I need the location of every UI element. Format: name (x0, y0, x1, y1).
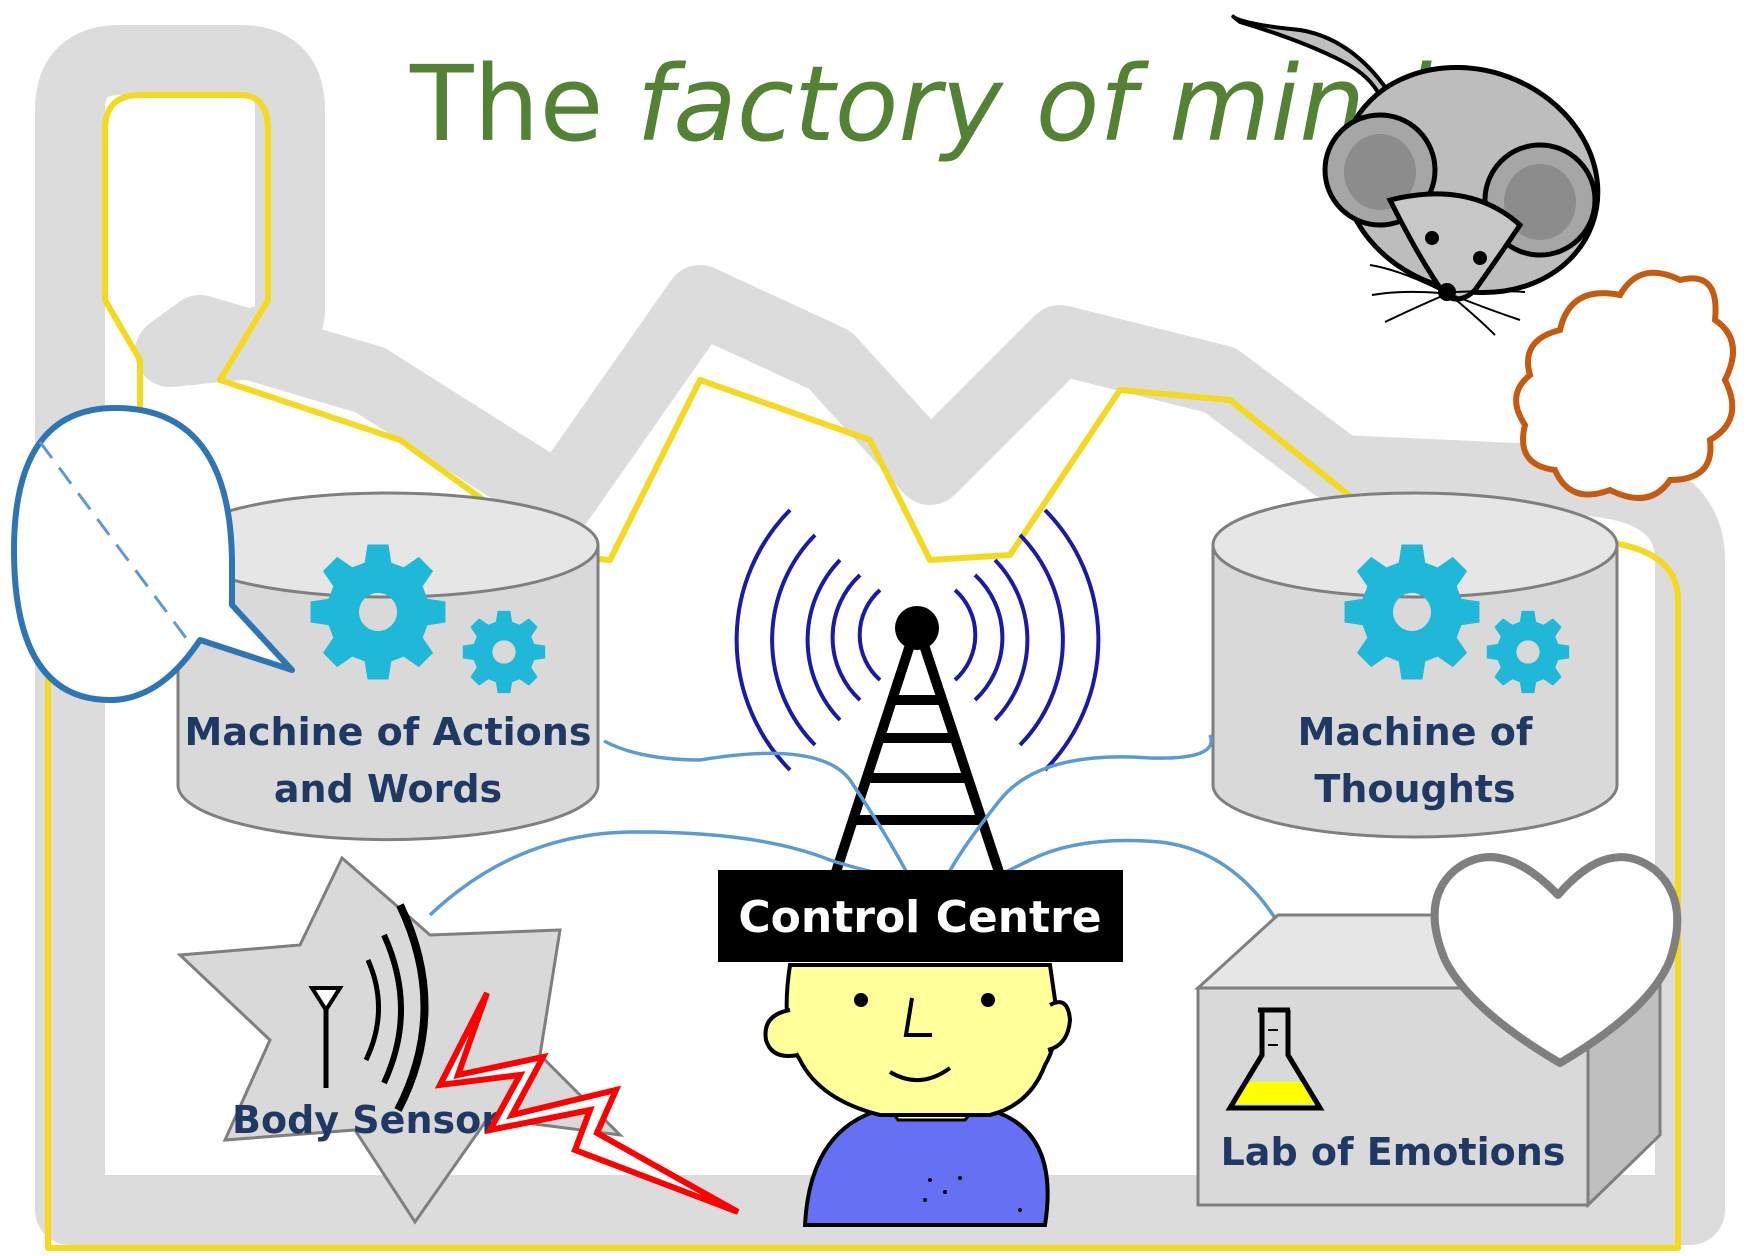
actions-label-line1: Machine of Actions (185, 710, 592, 754)
lightning-icon (434, 991, 740, 1215)
person-nose (903, 997, 932, 1037)
signal-antenna-icon (308, 903, 429, 1112)
page-title: The factory of mind (409, 43, 1432, 165)
actions-machine-label: Machine of Actions and Words (185, 710, 592, 811)
person-face (784, 963, 1059, 1117)
emotions-lab: Lab of Emotions (1194, 853, 1682, 1209)
speech-bubble-outline (11, 404, 295, 703)
person-ear-left (763, 1008, 799, 1058)
thoughts-label-line1: Machine of (1298, 710, 1533, 754)
person-shirt (802, 1108, 1050, 1227)
mouse-head (1386, 191, 1524, 302)
mouse-eye-right (1473, 251, 1487, 265)
actions-cylinder-body (176, 545, 600, 842)
antenna-waves (734, 508, 1101, 772)
antenna-top (895, 606, 939, 650)
actions-label-line2: and Words (274, 767, 502, 811)
thoughts-machine-label: Machine of Thoughts (1298, 710, 1533, 811)
thoughts-label-line2: Thoughts (1314, 767, 1515, 811)
person-mouth (888, 1066, 952, 1083)
connector-thoughts (943, 734, 1213, 881)
tower-frame (830, 640, 1005, 880)
control-centre: Control Centre (718, 870, 1123, 962)
mouse-nose (1438, 283, 1456, 301)
heart-icon (1430, 853, 1682, 1067)
person-eye-right (981, 993, 995, 1007)
person-icon (763, 963, 1073, 1227)
connector-sensor (428, 830, 911, 917)
mouse-icon (1231, 14, 1601, 336)
mouse-eye-left (1425, 231, 1439, 245)
antenna-tower-icon (734, 508, 1101, 880)
title-emphasis: factory of mind (636, 43, 1432, 165)
thoughts-cylinder-body (1211, 545, 1619, 839)
connector-lines (428, 734, 1277, 919)
emotions-lab-label: Lab of Emotions (1221, 1130, 1566, 1174)
control-centre-label: Control Centre (738, 892, 1101, 943)
person-ear-right (1047, 1000, 1073, 1052)
thought-cloud (1513, 269, 1736, 501)
flask-icon (1225, 1007, 1325, 1111)
person-eye-left (854, 993, 868, 1007)
body-sensor-label: Body Sensor (232, 1098, 500, 1142)
speech-bubble-icon (11, 404, 295, 703)
body-sensor: Body Sensor (176, 855, 625, 1225)
control-centre-box (718, 870, 1123, 962)
actions-machine: Machine of Actions and Words (176, 491, 600, 842)
flask-liquid (1234, 1082, 1316, 1104)
speech-bubble-dashed-line (38, 441, 188, 639)
factory-outline (45, 92, 1681, 1251)
thoughts-machine: Machine of Thoughts (1211, 491, 1619, 839)
connector-actions (603, 739, 910, 876)
